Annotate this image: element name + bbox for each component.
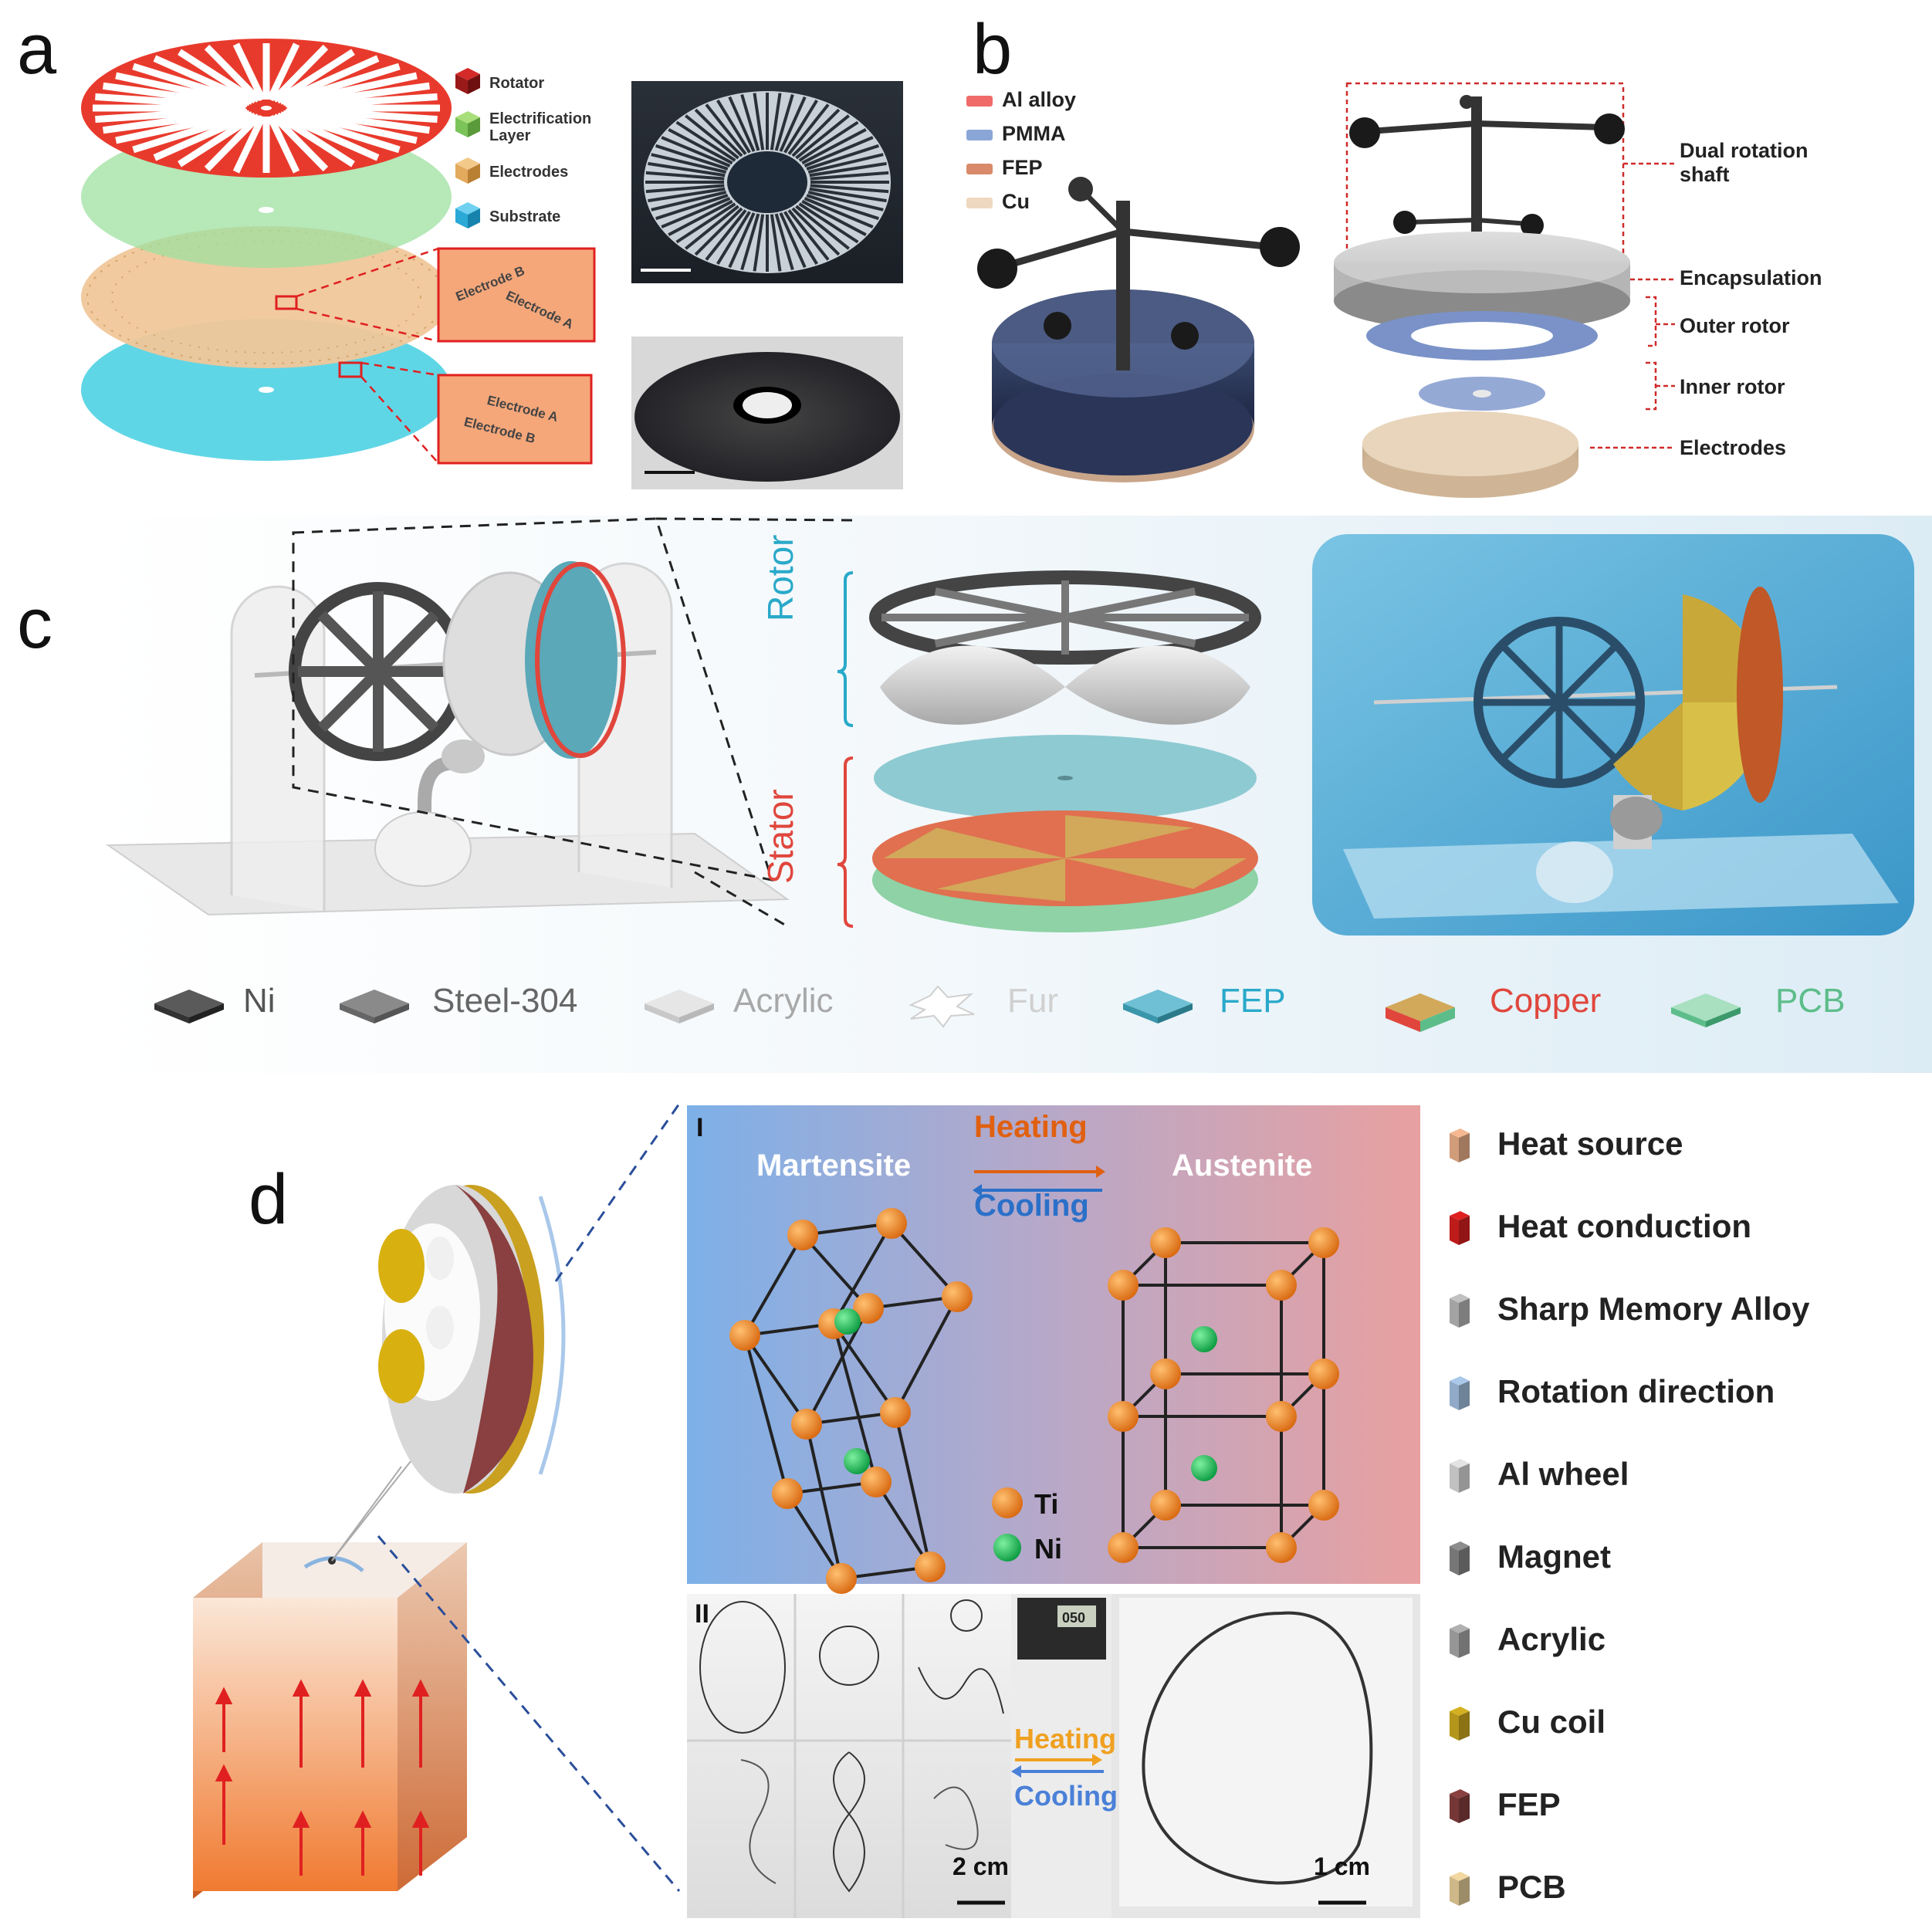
- legend-c-fep: FEP: [1220, 982, 1286, 1020]
- legend-d-label-8: FEP: [1497, 1786, 1561, 1822]
- scale-bar-2cm: 2 cm: [952, 1852, 1009, 1880]
- legend-b-pmma-swatch: [966, 130, 993, 140]
- legend-b-cu-swatch: [966, 198, 993, 208]
- legend-b-cu: Cu: [1002, 190, 1030, 213]
- ni-legend-ball: [993, 1534, 1021, 1562]
- rotator-layer: [81, 39, 452, 178]
- legend-d-cube-1: [1450, 1211, 1470, 1245]
- martensite-label: Martensite: [756, 1149, 912, 1183]
- legend-d-cube-2: [1450, 1294, 1470, 1328]
- ni-label: Ni: [1034, 1533, 1062, 1565]
- label-electrodes: Electrodes: [1680, 436, 1787, 459]
- legend-c-fur-swatch: [908, 985, 975, 1028]
- stator-label: Stator: [760, 789, 800, 884]
- austenite-label: Austenite: [1172, 1149, 1313, 1183]
- legend-d-cube-0: [1450, 1128, 1470, 1162]
- cooling-label: Cooling: [974, 1189, 1089, 1223]
- legend-a-rotator: Rotator: [489, 75, 545, 92]
- legend-a-substrate: Substrate: [489, 208, 561, 225]
- panel-d-graphic: [193, 1103, 1470, 1918]
- legend-d-label-7: Cu coil: [1497, 1704, 1606, 1740]
- heat-source-block: [193, 1542, 467, 1899]
- legend-c-pcb-swatch: [1671, 993, 1741, 1027]
- teng-device-drawing: [105, 517, 790, 916]
- legend-d-label-4: Al wheel: [1497, 1456, 1629, 1492]
- legend-cube-electrodes: [455, 157, 480, 184]
- legend-a-electrification: Electrification Layer: [489, 110, 592, 144]
- heating-label-2: Heating: [1014, 1723, 1117, 1754]
- legend-c-acrylic: Acrylic: [733, 982, 834, 1020]
- legend-d-label-0: Heat source: [1497, 1125, 1683, 1162]
- legend-d-cube-7: [1450, 1707, 1470, 1741]
- heating-label: Heating: [974, 1110, 1088, 1144]
- legend-d-cube-3: [1450, 1376, 1470, 1410]
- label-dual-rotation-line1: Dual rotation: [1680, 139, 1809, 162]
- legend-d-label-2: Sharp Memory Alloy: [1497, 1291, 1810, 1327]
- legend-c-fep-swatch: [1123, 990, 1193, 1024]
- legend-c-copper-swatch: [1386, 993, 1455, 1032]
- exploded-device: [1334, 82, 1630, 498]
- panel-label-a: a: [17, 10, 57, 89]
- legend-d-cube-6: [1450, 1624, 1470, 1658]
- legend-d-cube-8: [1450, 1789, 1470, 1823]
- legend-c-steel: Steel-304: [432, 982, 578, 1020]
- legend-b-al-alloy: Al alloy: [1002, 88, 1077, 111]
- rotor-stator-exploded: [655, 517, 1261, 932]
- legend-c-steel-swatch: [340, 990, 409, 1024]
- legend-a-electrodes: Electrodes: [489, 164, 569, 181]
- legend-c-ni: Ni: [243, 982, 276, 1020]
- legend-c-copper: Copper: [1490, 982, 1602, 1020]
- label-encapsulation: Encapsulation: [1680, 266, 1822, 289]
- roman-numeral-2: II: [695, 1599, 709, 1629]
- legend-cube-rotator: [455, 68, 480, 94]
- legend-b-pmma: PMMA: [1002, 122, 1066, 145]
- ti-legend-ball: [992, 1487, 1023, 1518]
- roman-numeral-1: I: [696, 1113, 704, 1142]
- legend-d-label-9: PCB: [1497, 1869, 1566, 1905]
- legend-d-label-1: Heat conduction: [1497, 1208, 1752, 1244]
- legend-c-pcb: PCB: [1775, 982, 1846, 1020]
- label-dual-rotation-line2: shaft: [1680, 163, 1730, 186]
- legend-c-ni-swatch: [154, 990, 224, 1024]
- label-inner-rotor: Inner rotor: [1680, 375, 1785, 398]
- rotor-label: Rotor: [760, 534, 800, 621]
- label-dual-rotation: Dual rotation shaft: [1680, 139, 1809, 187]
- rotating-disk: [331, 1185, 566, 1562]
- caliper-readout: 050: [1062, 1610, 1086, 1626]
- panel-label-d: d: [249, 1160, 289, 1239]
- legend-cube-electrification: [455, 111, 480, 137]
- legend-d-cube-4: [1450, 1459, 1470, 1493]
- legend-d-label-6: Acrylic: [1497, 1621, 1606, 1657]
- legend-d-label-3: Rotation direction: [1497, 1373, 1775, 1409]
- panel-label-c: c: [17, 584, 52, 663]
- shape-memory-photos: [687, 1594, 1420, 1918]
- legend-c-fur: Fur: [1007, 982, 1058, 1020]
- panel-label-b: b: [973, 10, 1013, 89]
- panel-c-graphic: [100, 516, 1932, 1073]
- legend-c-acrylic-swatch: [645, 990, 714, 1024]
- legend-b-fep: FEP: [1002, 156, 1043, 179]
- legend-d-cube-9: [1450, 1872, 1470, 1906]
- assembled-device: [977, 177, 1300, 482]
- label-outer-rotor: Outer rotor: [1680, 314, 1790, 337]
- teng-photo-contents: [1343, 587, 1899, 919]
- legend-b-al-swatch: [966, 96, 993, 107]
- cooling-label-2: Cooling: [1014, 1780, 1118, 1812]
- legend-cube-substrate: [455, 202, 480, 228]
- martensite-atoms: [729, 1208, 973, 1594]
- ti-label: Ti: [1034, 1488, 1059, 1520]
- legend-d-cube-5: [1450, 1541, 1470, 1575]
- legend-b-fep-swatch: [966, 164, 993, 174]
- panel-a-graphic: [81, 39, 903, 489]
- panel-b-graphic: [966, 82, 1675, 498]
- austenite-atoms: [1108, 1227, 1339, 1563]
- scale-bar-1cm: 1 cm: [1314, 1852, 1370, 1880]
- legend-d-label-5: Magnet: [1497, 1538, 1611, 1575]
